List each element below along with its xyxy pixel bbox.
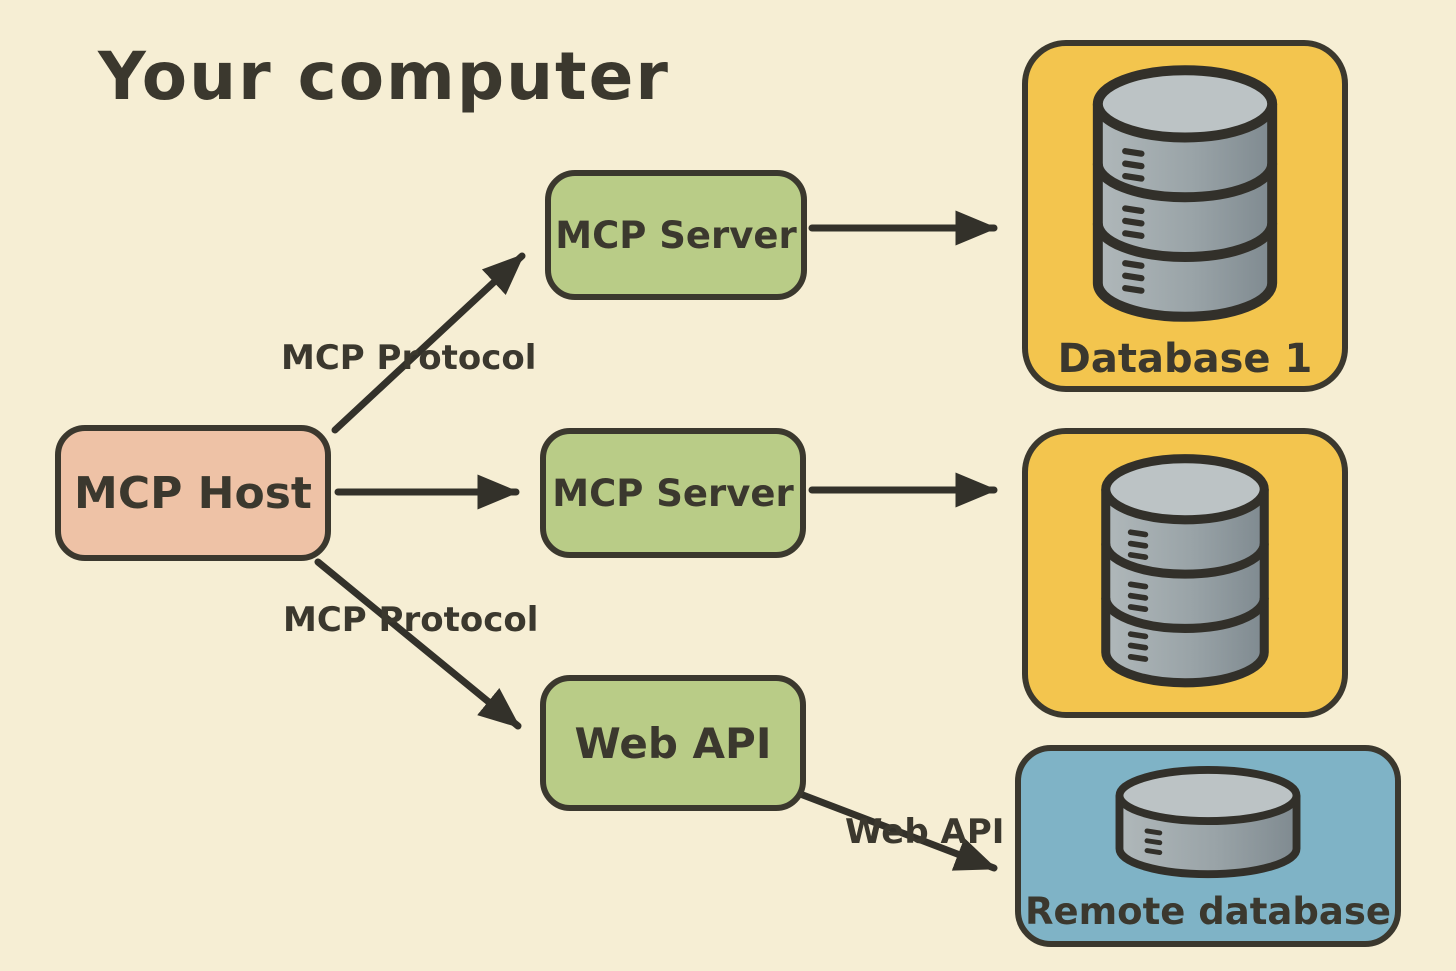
node-label: Web API	[574, 718, 772, 768]
node-label: Remote database	[1025, 889, 1391, 933]
node-database-1: Database 1	[1022, 40, 1348, 392]
arrow-host-to-webapi	[314, 558, 522, 730]
node-label: Database 1	[1057, 336, 1313, 382]
edge-label-mcp-protocol-bottom: MCP Protocol	[283, 600, 539, 640]
node-label: MCP Server	[552, 471, 794, 515]
database-stack-icon	[1077, 64, 1293, 328]
node-mcp-host: MCP Host	[55, 425, 331, 561]
node-database-2	[1022, 428, 1348, 718]
diagram-title: Your computer	[98, 38, 670, 115]
node-label: MCP Host	[74, 467, 312, 519]
node-web-api: Web API	[540, 675, 806, 811]
edge-label-mcp-protocol-top: MCP Protocol	[281, 338, 537, 378]
node-mcp-server-1: MCP Server	[545, 170, 807, 300]
database-stack-icon	[1087, 453, 1283, 693]
node-remote-database: Remote database	[1015, 745, 1401, 947]
database-icon	[1108, 766, 1308, 886]
node-mcp-server-2: MCP Server	[540, 428, 806, 558]
edge-label-web-api: Web API	[845, 812, 1005, 852]
node-label: MCP Server	[555, 213, 797, 257]
